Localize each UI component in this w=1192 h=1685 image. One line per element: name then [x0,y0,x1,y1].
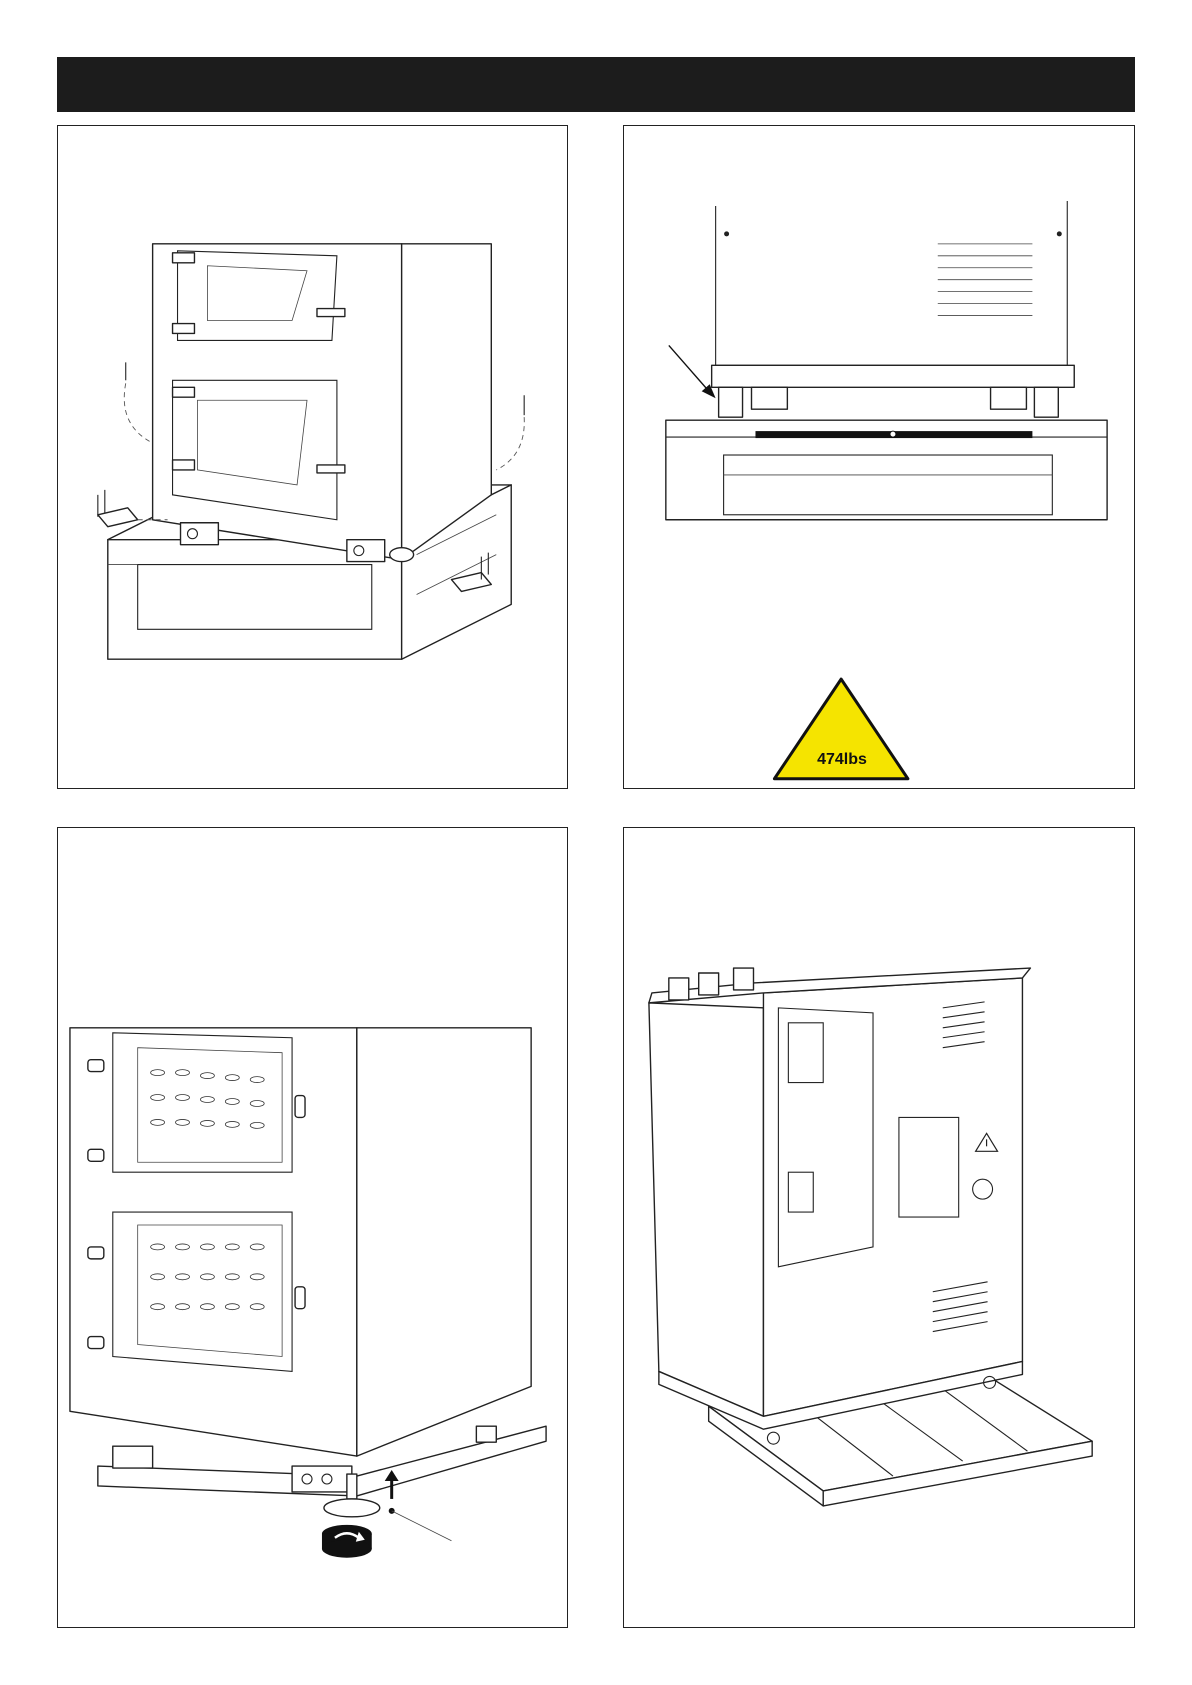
panel-pallet-lift-point: 474lbs [623,125,1135,789]
oven-rear-face [763,978,1022,1416]
oven-on-pallet-illustration [58,126,567,788]
panel-oven-rear-view [623,827,1135,1628]
page-header-bar [57,57,1135,112]
leveling-foot-stem [347,1474,357,1499]
oven-side-face [357,1028,531,1456]
oven-front-face [153,244,402,560]
oven-rear-body [716,201,1068,365]
lift-point-arrow [669,345,711,393]
oven-leveling-foot-illustration [58,828,567,1627]
weight-warning-label: 474lbs [817,751,867,769]
oven-rear-on-pallet-illustration [624,126,1134,788]
left-bracket [98,508,138,527]
panel-pallet-bracket-removal [57,125,568,789]
panel-leveling-foot-adjustment [57,827,568,1628]
oven-rear-perspective-illustration [624,828,1134,1627]
rear-vents [938,244,1033,316]
leveling-foot-base [324,1499,380,1517]
oven-side-face [649,1003,764,1416]
